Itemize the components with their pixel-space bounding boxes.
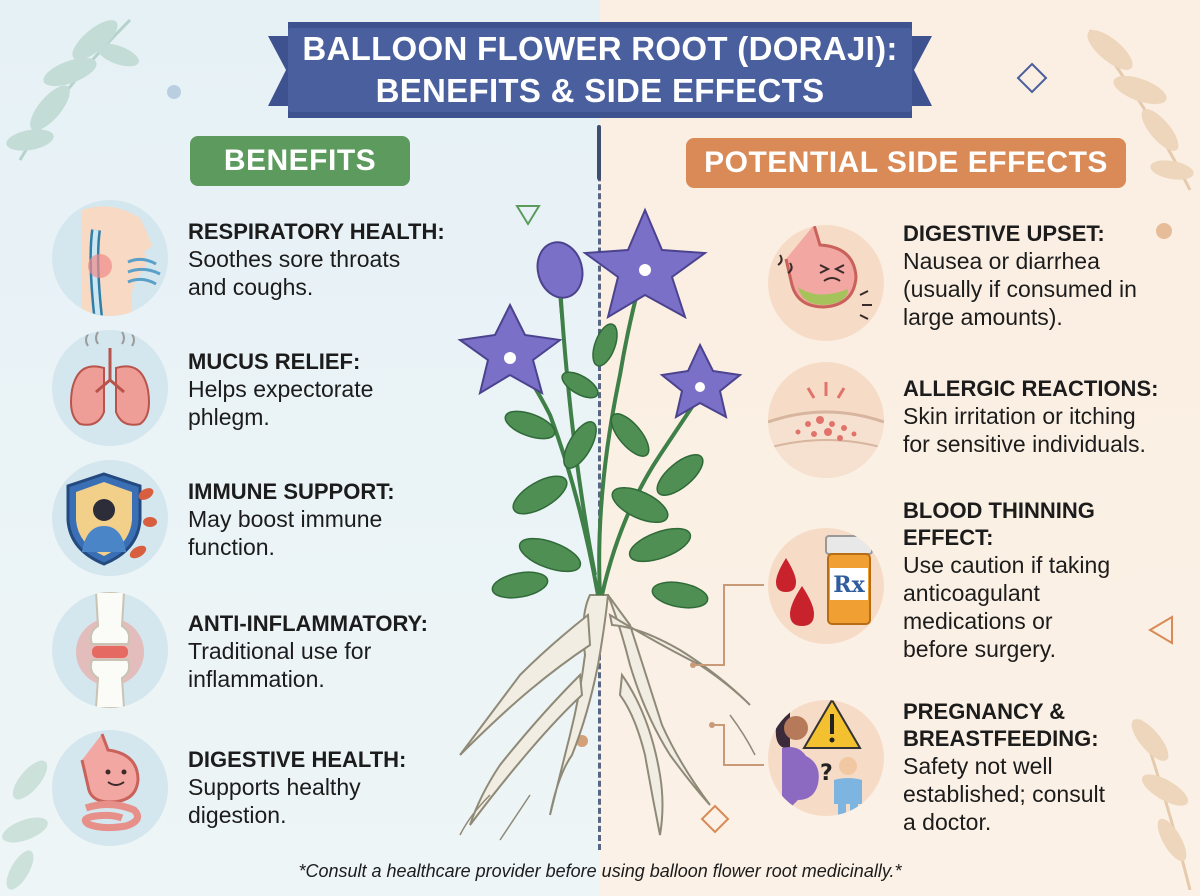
benefit-mucus-relief: MUCUS RELIEF: Helps expectorate phlegm.: [188, 348, 373, 431]
leaf-decoration-bottom-right: [1131, 719, 1192, 890]
benefit-description: inflammation.: [188, 666, 325, 692]
benefit-description: and coughs.: [188, 274, 314, 300]
side-effect-description: Skin irritation or itching: [903, 403, 1136, 429]
center-divider: [598, 130, 601, 850]
leaf-decoration-bottom-left: [2, 760, 48, 890]
leaf-decoration-top-left: [6, 18, 139, 161]
side-effect-description: large amounts).: [903, 304, 1063, 330]
benefit-digestive-health: DIGESTIVE HEALTH: Supports healthy diges…: [188, 746, 406, 829]
happy-stomach-icon: [52, 730, 168, 846]
side-effect-description: established; consult: [903, 781, 1106, 807]
side-effect-description: medications or: [903, 608, 1053, 634]
title-line-2: BENEFITS & SIDE EFFECTS: [375, 72, 825, 109]
side-effect-title: BLOOD THINNING: [903, 498, 1095, 523]
benefit-description: Soothes sore throats: [188, 246, 401, 272]
balloon-flower-plant-illustration: [457, 207, 756, 841]
side-effect-title: DIGESTIVE UPSET:: [903, 221, 1105, 246]
blood-pill-bottle-icon: Rx: [768, 528, 884, 644]
side-effect-description: Nausea or diarrhea: [903, 248, 1100, 274]
upset-stomach-icon: [768, 225, 884, 341]
benefit-description: phlegm.: [188, 404, 270, 430]
side-effect-description: anticoagulant: [903, 580, 1040, 606]
benefits-heading: BENEFITS: [190, 136, 410, 186]
side-effect-description: (usually if consumed in: [903, 276, 1137, 302]
pregnancy-warning-icon: ?: [768, 700, 884, 816]
side-effect-description: Use caution if taking: [903, 552, 1111, 578]
triangle-decoration: [1148, 615, 1173, 645]
side-effect-description: Safety not well: [903, 753, 1053, 779]
side-effect-title: PREGNANCY &: [903, 699, 1066, 724]
side-effect-digestive-upset: DIGESTIVE UPSET: Nausea or diarrhea (usu…: [903, 220, 1137, 331]
dot-decoration: [1156, 223, 1172, 239]
leaf-decoration-top-right: [1087, 29, 1194, 191]
diamond-decoration: [700, 804, 730, 834]
side-effect-title: EFFECT:: [903, 525, 994, 550]
throat-icon: [52, 200, 168, 316]
side-effects-heading: POTENTIAL SIDE EFFECTS: [686, 138, 1126, 188]
benefit-description: Traditional use for: [188, 638, 372, 664]
side-effect-description: a doctor.: [903, 809, 992, 835]
side-effect-title: ALLERGIC REACTIONS:: [903, 376, 1159, 401]
connector-lines: [690, 584, 764, 766]
shield-person-icon: [52, 460, 168, 576]
benefit-title: ANTI-INFLAMMATORY:: [188, 611, 428, 636]
side-effect-pregnancy-breastfeeding: PREGNANCY & BREASTFEEDING: Safety not we…: [903, 698, 1105, 836]
disclaimer-footer: *Consult a healthcare provider before us…: [298, 861, 902, 881]
dot-decoration: [167, 85, 181, 99]
rx-label: Rx: [833, 572, 865, 598]
joint-icon: [52, 592, 168, 708]
benefit-title: MUCUS RELIEF:: [188, 349, 361, 374]
benefit-respiratory-health: RESPIRATORY HEALTH: Soothes sore throats…: [188, 218, 445, 301]
benefit-description: Supports healthy: [188, 774, 361, 800]
diamond-decoration: [1016, 62, 1048, 94]
title-banner: BALLOON FLOWER ROOT (DORAJI): BENEFITS &…: [268, 22, 932, 118]
side-effect-allergic-reactions: ALLERGIC REACTIONS: Skin irritation or i…: [903, 375, 1158, 458]
benefit-description: function.: [188, 534, 275, 560]
side-effect-title: BREASTFEEDING:: [903, 726, 1099, 751]
benefit-title: IMMUNE SUPPORT:: [188, 479, 395, 504]
page-title: BALLOON FLOWER ROOT (DORAJI): BENEFITS &…: [268, 22, 932, 118]
side-effect-description: for sensitive individuals.: [903, 431, 1146, 457]
benefit-title: RESPIRATORY HEALTH:: [188, 219, 445, 244]
benefit-description: Helps expectorate: [188, 376, 374, 402]
side-effect-blood-thinning: BLOOD THINNING EFFECT: Use caution if ta…: [903, 497, 1110, 663]
benefit-title: DIGESTIVE HEALTH:: [188, 747, 407, 772]
triangle-decoration: [515, 205, 541, 226]
side-effect-description: before surgery.: [903, 636, 1056, 662]
skin-rash-icon: [768, 362, 884, 478]
svg-text:?: ?: [820, 761, 833, 786]
benefit-description: May boost immune: [188, 506, 383, 532]
benefit-anti-inflammatory: ANTI-INFLAMMATORY: Traditional use for i…: [188, 610, 428, 693]
lungs-icon: [52, 330, 168, 446]
benefit-immune-support: IMMUNE SUPPORT: May boost immune functio…: [188, 478, 395, 561]
title-line-1: BALLOON FLOWER ROOT (DORAJI):: [302, 30, 898, 67]
benefit-description: digestion.: [188, 802, 287, 828]
